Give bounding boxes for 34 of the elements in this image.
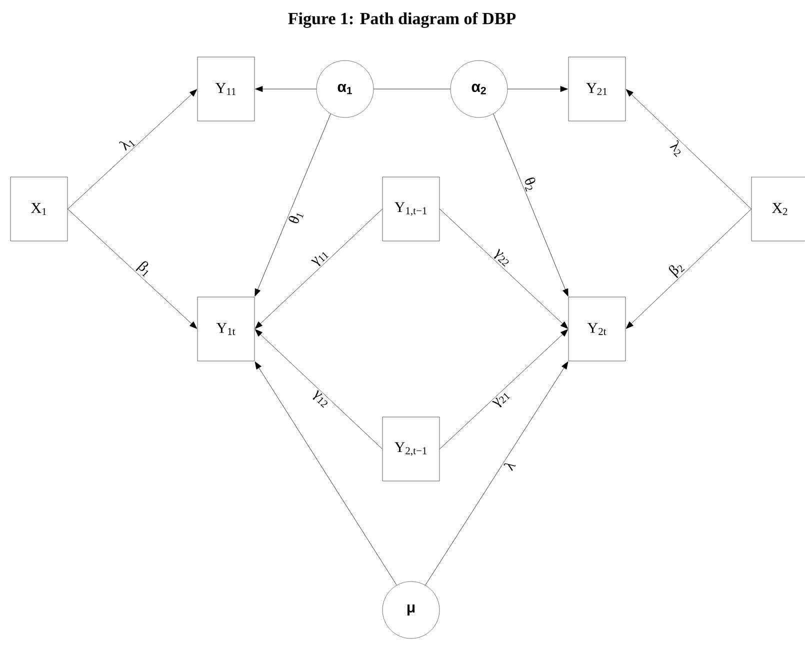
- edge-label: γ$_{12}$: [312, 390, 328, 408]
- arrow: [626, 89, 752, 210]
- arrow: [425, 361, 568, 586]
- variable-box: Y$_{2t}$: [568, 296, 626, 362]
- edge-label: γ$_{21}$: [492, 393, 510, 408]
- edge-label: β$_{1}$: [136, 261, 148, 278]
- edge-label: λ$_{1}$: [119, 140, 136, 151]
- edge-label: γ$_{11}$: [310, 252, 329, 266]
- variable-box: Y$_{11}$: [197, 56, 255, 122]
- variable-box: Y$_{1t}$: [197, 296, 255, 362]
- arrow: [493, 114, 568, 296]
- figure-title: Figure 1: Path diagram of DBP: [288, 12, 516, 28]
- arrow: [255, 86, 316, 92]
- edge-label: λ: [504, 463, 516, 472]
- arrow: [254, 208, 382, 329]
- arrow: [68, 208, 198, 329]
- edge-label: θ$_{1}$: [288, 214, 304, 224]
- variable-box: Y$_{1,t−1}$: [382, 176, 440, 242]
- arrow: [254, 114, 331, 296]
- arrow: [254, 361, 397, 586]
- variable-box: Y$_{21}$: [568, 56, 626, 122]
- arrow: [440, 208, 568, 329]
- arrow: [440, 329, 568, 450]
- arrow: [68, 89, 198, 210]
- edge-label: β$_{2}$: [668, 265, 685, 278]
- variable-box: Y$_{2,t−1}$: [382, 416, 440, 482]
- edge-label: λ$_{2}$: [670, 140, 681, 157]
- arrow: [508, 86, 568, 92]
- edge-label: γ$_{22}$: [494, 248, 509, 267]
- variable-box: X$_{1}$: [10, 176, 68, 242]
- arrow: [626, 208, 752, 329]
- edge-label: θ$_{2}$: [524, 178, 536, 192]
- arrow: [254, 329, 382, 450]
- variable-box: X$_{2}$: [751, 176, 805, 242]
